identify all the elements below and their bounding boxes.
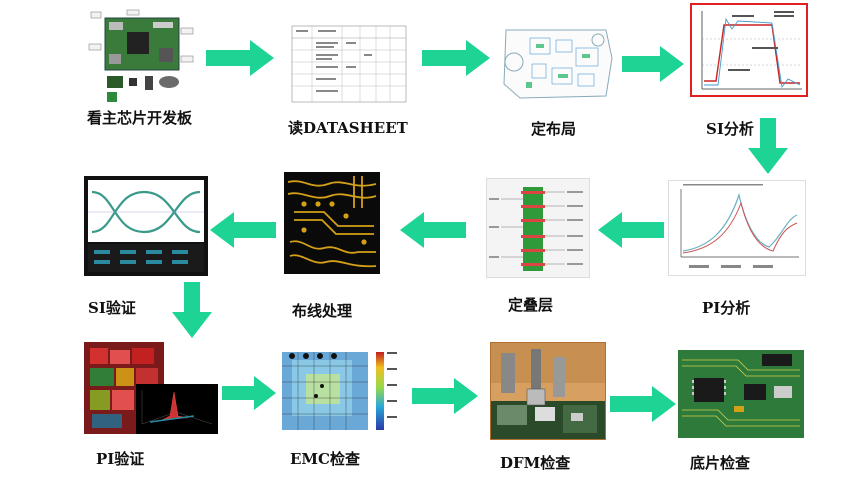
step-label-dev-board: 看主芯片开发板 <box>87 109 193 127</box>
step-label-pi-verify: PI验证 <box>96 450 145 468</box>
step-label-dfm-check: DFM检查 <box>500 454 571 472</box>
step-label-pi-analysis: PI分析 <box>702 299 751 317</box>
datasheet-image <box>290 24 408 104</box>
right-arrow-icon <box>412 378 478 414</box>
left-arrow-icon <box>210 212 276 248</box>
dfm-check-image <box>490 342 606 440</box>
step-label-si-analysis: SI分析 <box>706 120 754 138</box>
layout-image <box>496 18 616 108</box>
step-label-emc-check: EMC检查 <box>290 450 360 468</box>
right-arrow-icon <box>610 386 676 422</box>
step-label-film-check: 底片检查 <box>690 454 751 472</box>
right-arrow-icon <box>422 40 490 76</box>
step-label-si-verify: SI验证 <box>88 299 136 317</box>
step-label-routing: 布线处理 <box>292 302 353 320</box>
si-verify-image <box>84 176 208 276</box>
dev-board-image <box>87 8 195 104</box>
step-label-datasheet: 读DATASHEET <box>288 119 408 137</box>
down-arrow-icon <box>172 282 212 338</box>
step-label-layout: 定布局 <box>531 120 577 138</box>
emc-check-image <box>276 346 404 436</box>
film-check-image <box>678 350 804 438</box>
step-label-stackup: 定叠层 <box>508 296 554 314</box>
right-arrow-icon <box>206 40 274 76</box>
left-arrow-icon <box>598 212 664 248</box>
stackup-image <box>486 178 590 278</box>
routing-image <box>284 172 380 274</box>
si-analysis-image <box>690 3 808 97</box>
pi-verify-image <box>84 342 218 434</box>
right-arrow-icon <box>222 376 276 410</box>
down-arrow-icon <box>748 118 788 174</box>
right-arrow-icon <box>622 46 684 82</box>
pi-analysis-image <box>668 180 806 276</box>
left-arrow-icon <box>400 212 466 248</box>
